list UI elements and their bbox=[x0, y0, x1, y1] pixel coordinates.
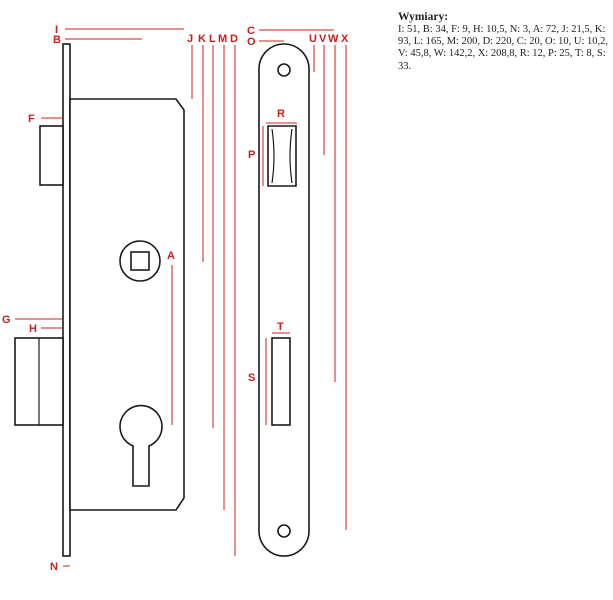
lock-faceplate bbox=[62, 43, 71, 557]
label-j: J bbox=[187, 33, 193, 45]
dimension-lines bbox=[15, 28, 347, 567]
label-l: L bbox=[209, 33, 216, 45]
label-m: M bbox=[218, 33, 227, 45]
label-a: A bbox=[167, 250, 175, 262]
latch-opening-inner bbox=[271, 128, 293, 184]
label-o: O bbox=[247, 36, 256, 48]
label-u: U bbox=[309, 33, 317, 45]
label-r: R bbox=[277, 108, 285, 120]
bottom-screw-hole bbox=[277, 524, 291, 538]
label-x: X bbox=[341, 33, 349, 45]
front-faceplate bbox=[258, 43, 310, 557]
legend-text: I: 51, B: 34, F: 9, H: 10,5, N: 3, A: 72… bbox=[398, 24, 609, 72]
label-g: G bbox=[2, 314, 11, 326]
label-c: C bbox=[247, 25, 255, 37]
label-n: N bbox=[50, 561, 58, 573]
lock-case-body bbox=[69, 98, 185, 511]
label-f: F bbox=[28, 113, 35, 125]
label-p: P bbox=[248, 149, 255, 161]
label-w: W bbox=[328, 33, 339, 45]
label-v: V bbox=[319, 33, 327, 45]
mortise-lock-side-view bbox=[14, 43, 185, 557]
spindle-square bbox=[130, 251, 150, 271]
keyhole-cylinder-cutout bbox=[119, 404, 163, 487]
latch-bolt bbox=[39, 125, 64, 186]
legend-title: Wymiary: bbox=[398, 11, 449, 23]
label-k: K bbox=[198, 33, 206, 45]
top-screw-hole bbox=[277, 63, 291, 77]
dimensions-legend: Wymiary: I: 51, B: 34, F: 9, H: 10,5, N:… bbox=[398, 11, 608, 73]
front-faceplate-view bbox=[258, 43, 310, 557]
label-i: I bbox=[55, 24, 58, 36]
label-t: T bbox=[277, 321, 284, 333]
label-b: B bbox=[53, 34, 61, 46]
label-d: D bbox=[230, 33, 238, 45]
label-s: S bbox=[248, 372, 255, 384]
label-h: H bbox=[29, 323, 37, 335]
latch-opening bbox=[267, 125, 297, 187]
bolt-opening bbox=[271, 337, 291, 426]
dimension-labels: I B F G H N A J K L M D C O U V W X R P … bbox=[2, 24, 349, 573]
